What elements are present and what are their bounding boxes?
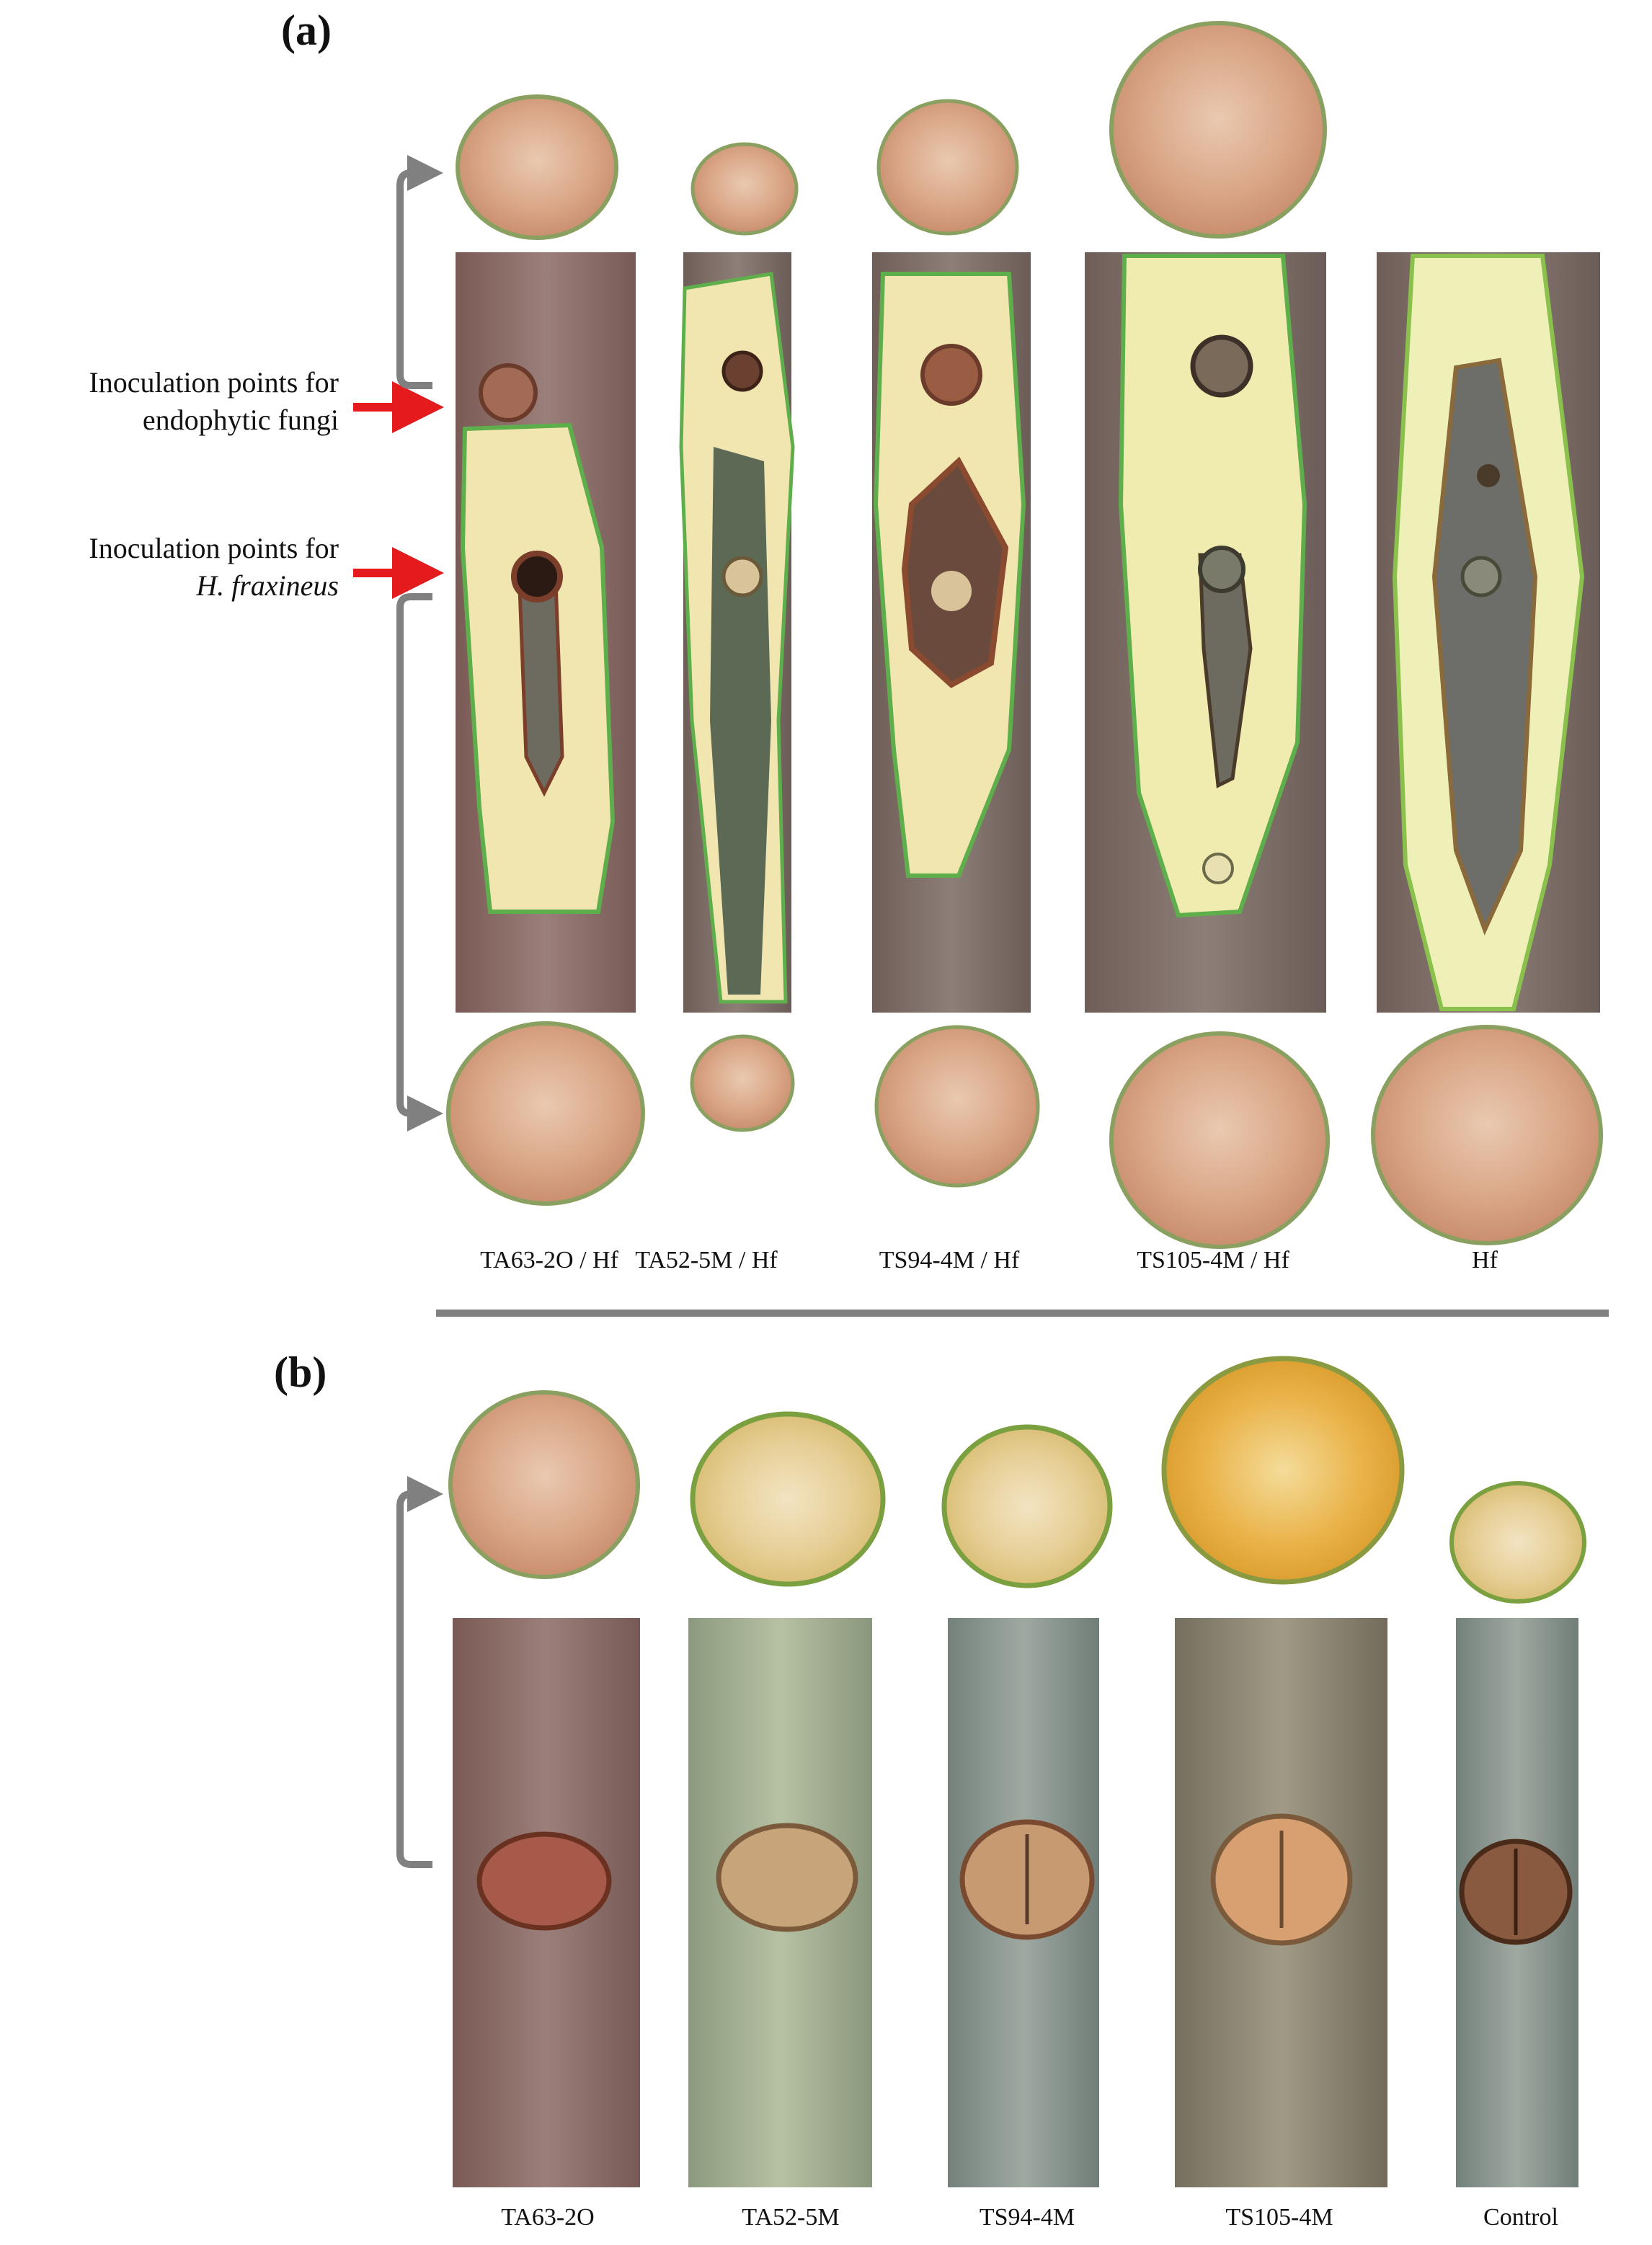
- stem-b3: [948, 1618, 1099, 2187]
- annotation-hf: Inoculation points for H. fraxineus: [0, 530, 339, 605]
- cross-section-b4-top: [1161, 1356, 1405, 1585]
- caption-b1: TA63-2O: [501, 2204, 595, 2231]
- caption-b5: Control: [1483, 2204, 1558, 2231]
- caption-a2: TA52-5M / Hf: [635, 1247, 778, 1273]
- stem-a1: [456, 252, 636, 1013]
- cross-section-a3-bottom: [874, 1025, 1040, 1188]
- cross-section-a4-bottom: [1109, 1031, 1330, 1249]
- panel-b-label: (b): [274, 1348, 327, 1396]
- cross-section-b1-top: [448, 1390, 640, 1579]
- stem-b2: [688, 1618, 872, 2187]
- stem-a3: [872, 252, 1031, 1013]
- stem-a2: [679, 252, 795, 1013]
- annotation-endophytic-line2: endophytic fungi: [142, 404, 339, 436]
- caption-a4: TS105-4M / Hf: [1137, 1247, 1289, 1273]
- cross-section-a2-bottom: [690, 1034, 795, 1132]
- annotation-hf-line2: H. fraxineus: [196, 569, 339, 602]
- cross-section-a1-top: [456, 94, 618, 240]
- caption-b3: TS94-4M: [979, 2204, 1075, 2231]
- cross-section-a1-bottom: [446, 1021, 645, 1206]
- cross-section-a3-top: [876, 99, 1019, 236]
- caption-a1: TA63-2O / Hf: [480, 1247, 618, 1273]
- annotation-endophytic: Inoculation points for endophytic fungi: [0, 364, 339, 439]
- cross-section-b3-top: [941, 1424, 1113, 1588]
- stem-b5: [1456, 1618, 1578, 2187]
- stem-a4: [1085, 252, 1326, 1013]
- bracket-b: [396, 1476, 443, 1868]
- caption-b4: TS105-4M: [1225, 2204, 1333, 2231]
- bracket-bottom-a: [396, 593, 443, 1132]
- caption-a3: TS94-4M / Hf: [879, 1247, 1020, 1273]
- bracket-top-a: [396, 155, 443, 389]
- cross-section-a4-top: [1109, 21, 1327, 239]
- cross-section-b5-top: [1449, 1481, 1586, 1604]
- cross-section-a5-bottom: [1371, 1025, 1603, 1245]
- stem-a5: [1377, 252, 1600, 1013]
- caption-a5: Hf: [1472, 1247, 1498, 1273]
- cross-section-a2-top: [690, 142, 799, 236]
- stem-b1: [453, 1618, 640, 2187]
- cross-section-b2-top: [690, 1411, 886, 1587]
- caption-b2: TA52-5M: [742, 2204, 840, 2231]
- panel-a-label: (a): [281, 6, 332, 54]
- annotation-hf-line1: Inoculation points for: [89, 532, 339, 564]
- annotation-endophytic-line1: Inoculation points for: [89, 366, 339, 399]
- stem-b4: [1175, 1618, 1387, 2187]
